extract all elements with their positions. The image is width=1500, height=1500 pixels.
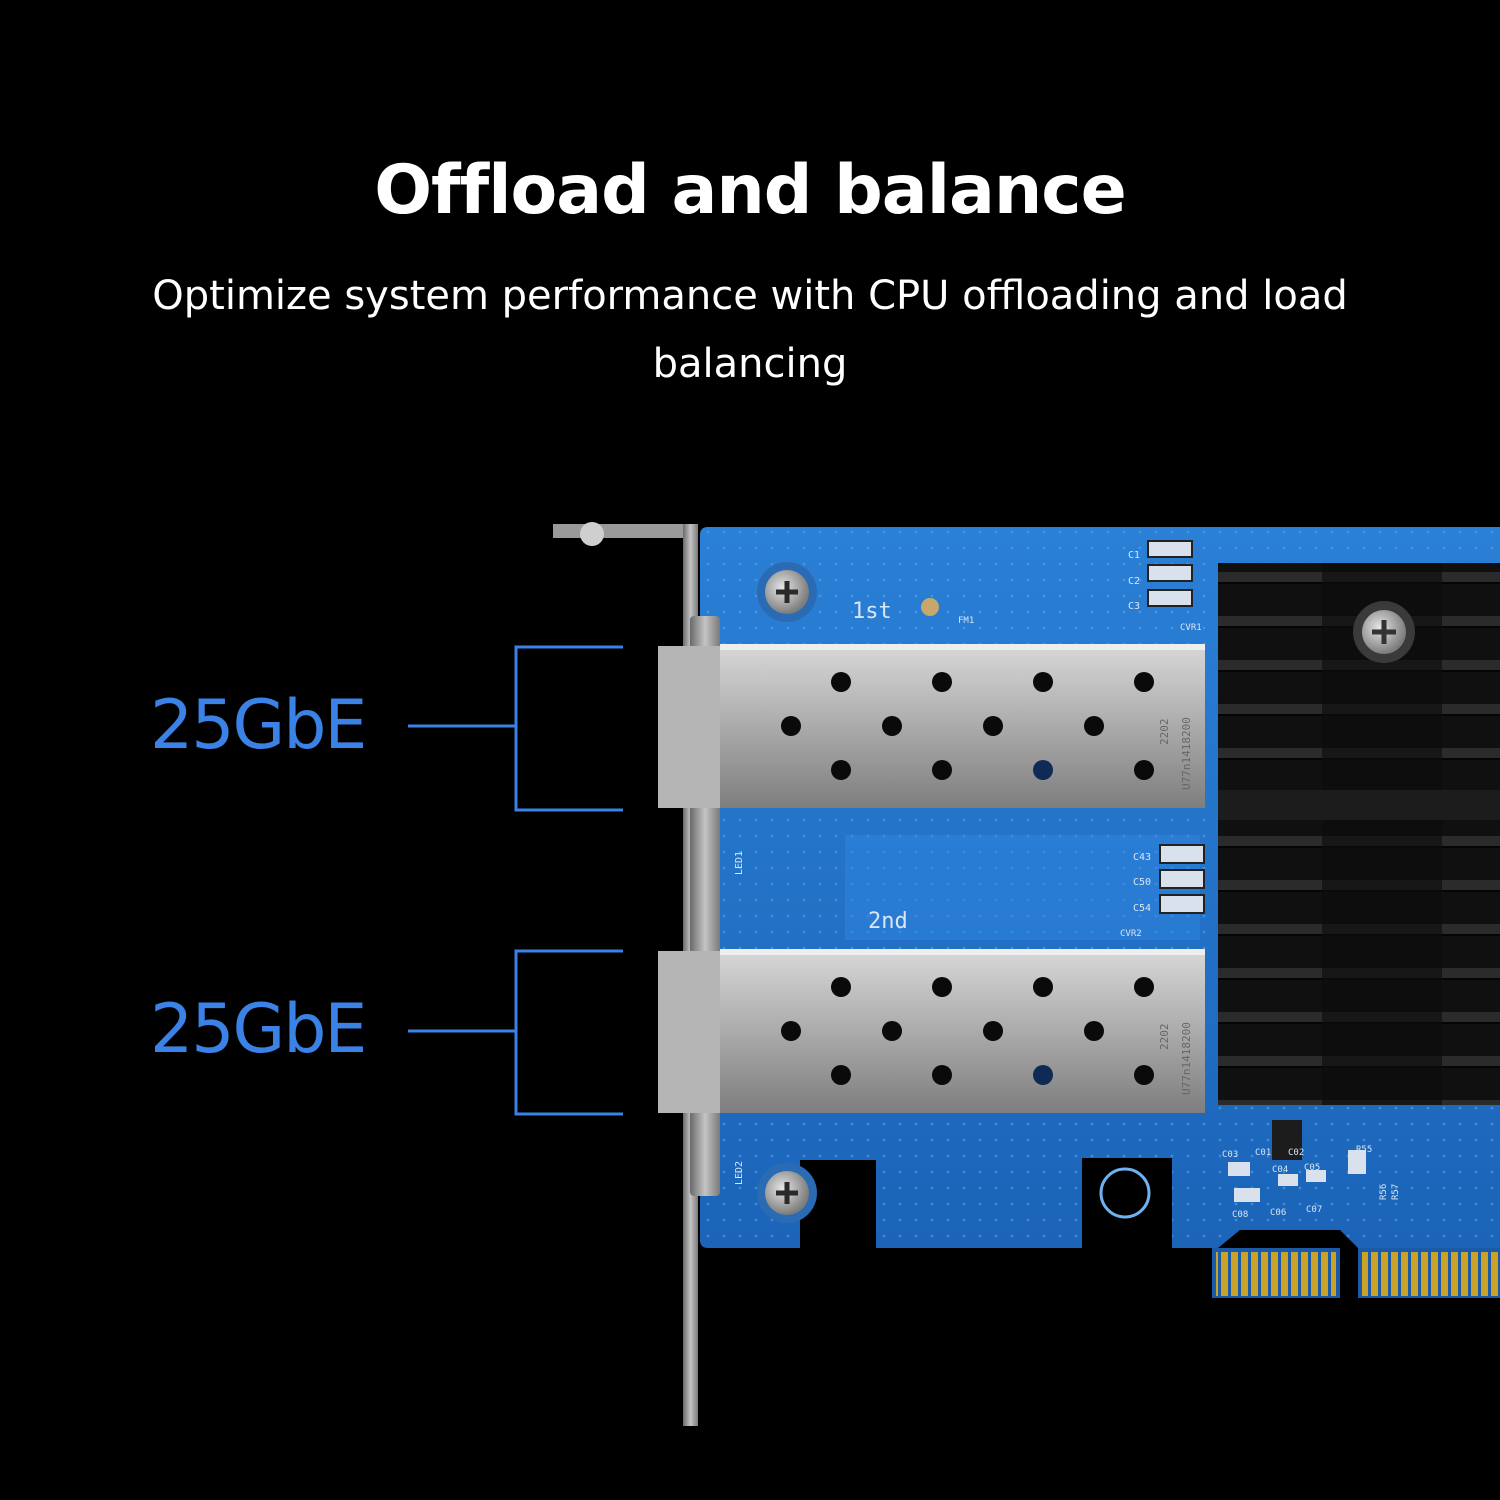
pcie-edge-connector [1212, 1248, 1500, 1298]
cage-1-code: 2202 [1158, 719, 1171, 746]
mounting-screw-top-icon [757, 562, 817, 622]
silkscreen-c02: C02 [1288, 1148, 1304, 1158]
silkscreen-c54: C54 [1133, 903, 1151, 914]
silkscreen-c06: C06 [1270, 1208, 1286, 1218]
silkscreen-c04: C04 [1272, 1165, 1288, 1175]
silkscreen-r55: R55 [1356, 1145, 1372, 1155]
cage-2-code: 2202 [1158, 1024, 1171, 1051]
sfp-cage-port-2 [658, 949, 1205, 1113]
port-1-vent-holes [781, 672, 1154, 780]
cage-1-serial: U77n1418200 [1180, 717, 1193, 790]
silkscreen-r56: R56 [1379, 1184, 1389, 1200]
cage-2-serial: U77n1418200 [1180, 1022, 1193, 1095]
mounting-screw-bottom-icon [757, 1163, 817, 1223]
silkscreen-c43: C43 [1133, 852, 1151, 863]
port-2-callout-bracket [408, 949, 623, 1116]
page-subtitle: Optimize system performance with CPU off… [152, 273, 1348, 387]
heatsink-screw-icon [1353, 601, 1415, 663]
heatsink [1218, 563, 1500, 1105]
port-2-vent-holes [781, 977, 1154, 1085]
silkscreen-cvr1: CVR1 [1180, 623, 1202, 633]
sfp-cage-port-1 [658, 644, 1205, 808]
silkscreen-r57: R57 [1391, 1184, 1401, 1200]
silkscreen-c2: C2 [1128, 576, 1140, 587]
silkscreen-port-2nd: 2nd [868, 909, 908, 934]
silkscreen-c08: C08 [1232, 1210, 1248, 1220]
silkscreen-c50: C50 [1133, 877, 1151, 888]
silkscreen-led2: LED2 [734, 1161, 745, 1185]
silkscreen-c03: C03 [1222, 1150, 1238, 1160]
page-title: Offload and balance [374, 151, 1126, 230]
silkscreen-c05: C05 [1304, 1163, 1320, 1173]
port-1-callout-bracket [408, 645, 623, 812]
port-2-speed-label: 25GbE [150, 990, 367, 1069]
silkscreen-c01: C01 [1255, 1148, 1271, 1158]
silkscreen-port-1st: 1st [852, 599, 892, 624]
silkscreen-c07: C07 [1306, 1205, 1322, 1215]
port-1-speed-label: 25GbE [150, 686, 367, 765]
silkscreen-led1: LED1 [734, 851, 745, 875]
silkscreen-fm1: FM1 [958, 616, 974, 626]
silkscreen-cvr2: CVR2 [1120, 929, 1142, 939]
silkscreen-c1: C1 [1128, 550, 1140, 561]
surface-components [921, 540, 1366, 1219]
silkscreen-c3: C3 [1128, 601, 1140, 612]
